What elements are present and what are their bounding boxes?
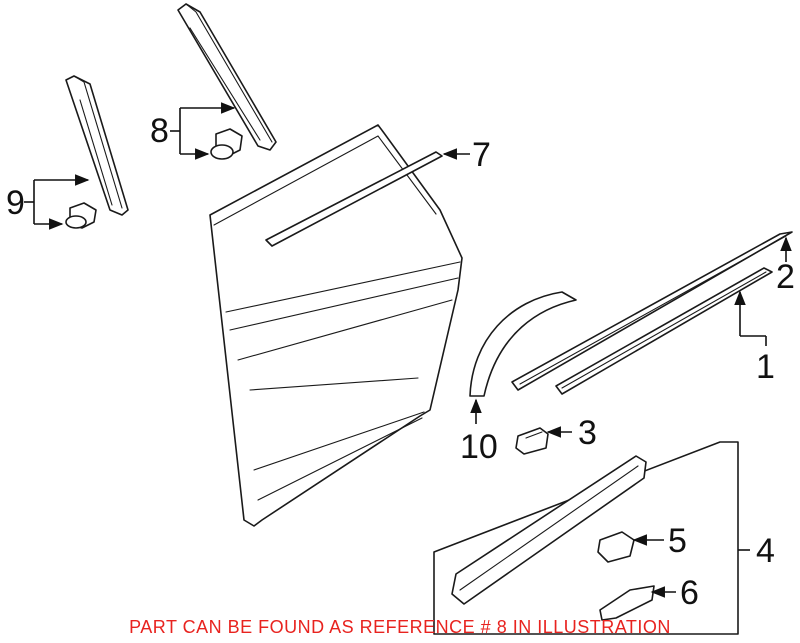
callout-9: 9 (6, 184, 25, 222)
rocker-molding-2 (511, 231, 793, 391)
belt-molding-7 (265, 151, 443, 247)
callout-4: 4 (756, 532, 775, 570)
clip-6 (599, 585, 655, 621)
callout-1: 1 (756, 348, 775, 386)
wheel-arch-molding-10 (469, 291, 577, 397)
callout-5: 5 (668, 522, 687, 560)
leader-lines (24, 102, 792, 598)
pillar-trim-9 (65, 75, 129, 216)
rear-door (209, 124, 463, 527)
callout-6: 6 (680, 574, 699, 612)
clip-8 (210, 128, 243, 160)
clip-5 (597, 531, 635, 563)
pillar-trim-8 (177, 3, 277, 151)
reference-note: PART CAN BE FOUND AS REFERENCE # 8 IN IL… (129, 617, 671, 637)
door-molding-4 (451, 455, 647, 605)
part-4-box (433, 441, 739, 635)
callout-3: 3 (578, 414, 597, 452)
clip-3 (515, 427, 549, 455)
callout-7: 7 (472, 136, 491, 174)
clip-9 (65, 202, 97, 229)
callout-8: 8 (150, 112, 169, 150)
rocker-molding-1 (555, 267, 773, 395)
callout-10: 10 (460, 428, 498, 466)
callout-2: 2 (776, 258, 795, 296)
